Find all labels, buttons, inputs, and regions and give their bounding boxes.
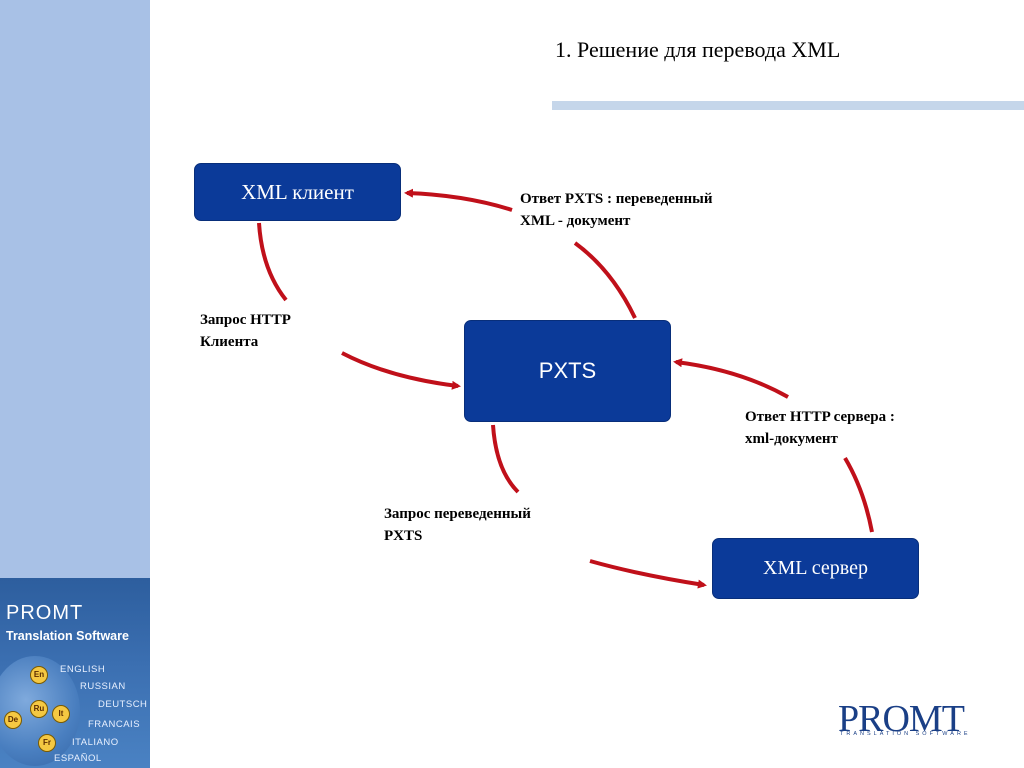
- promt-logo: PROMT TRANSLATION SOFTWARE: [838, 697, 998, 745]
- badge-ru-icon: Ru: [30, 700, 48, 718]
- label-line: Ответ HTTP сервера :: [745, 409, 895, 425]
- language-francais: FRANCAIS: [88, 719, 141, 730]
- language-italiano: ITALIANO: [72, 737, 119, 748]
- logo-text: PROMT: [838, 698, 965, 740]
- pxts-node: PXTS: [464, 320, 671, 422]
- slide-title: 1. Решение для перевода XML: [555, 37, 841, 62]
- arrow-client-request-top: [257, 222, 288, 302]
- language-english: ENGLISH: [60, 664, 106, 675]
- label-line: xml-документ: [745, 431, 838, 447]
- label-line: PXTS: [384, 528, 423, 544]
- label-line: Запрос переведенный: [384, 506, 531, 522]
- label-line: Ответ PXTS : переведенный: [520, 191, 713, 207]
- xml-server-node: XML сервер: [712, 538, 919, 599]
- badge-fr-icon: Fr: [38, 734, 56, 752]
- arrow-pxts-response-bottom: [573, 241, 637, 319]
- label-line: XML - документ: [520, 213, 631, 229]
- logo-subtitle: TRANSLATION SOFTWARE: [840, 731, 971, 737]
- label-line: Запрос HTTP: [200, 312, 291, 328]
- language-deutsch: DEUTSCH: [98, 699, 148, 710]
- label-server-response: Ответ HTTP сервера : xml-документ: [745, 406, 895, 450]
- language-russian: RUSSIAN: [80, 681, 126, 692]
- arrow-server-response-bottom: [843, 456, 874, 533]
- arrow-client-request: [341, 351, 461, 390]
- brand-subtitle: Translation Software: [6, 629, 129, 643]
- label-translated-request: Запрос переведенный PXTS: [384, 503, 531, 547]
- badge-en-icon: En: [30, 666, 48, 684]
- promt-brand-panel: PROMT Translation Software ENGLISH RUSSI…: [0, 578, 150, 768]
- xml-client-node: XML клиент: [194, 163, 401, 221]
- arrow-pxts-response: [404, 188, 513, 212]
- badge-it-icon: It: [52, 705, 70, 723]
- brand-name: PROMT: [6, 602, 84, 624]
- arrow-server-response: [673, 358, 789, 399]
- label-line: Клиента: [200, 334, 259, 350]
- title-underline: [552, 101, 1024, 110]
- label-client-request: Запрос HTTP Клиента: [200, 309, 291, 353]
- arrow-translated-request: [589, 559, 707, 589]
- language-espanol: ESPAÑOL: [54, 753, 102, 764]
- arrow-translated-request-top: [491, 424, 520, 494]
- label-pxts-response: Ответ PXTS : переведенный XML - документ: [520, 188, 713, 232]
- badge-de-icon: De: [4, 711, 22, 729]
